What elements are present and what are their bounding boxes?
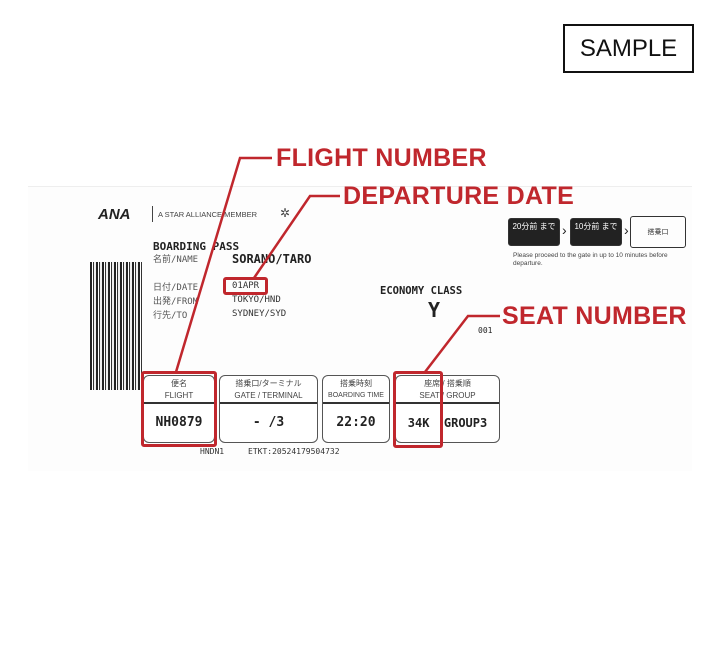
class-code: Y [428, 298, 441, 322]
field-label-jp: 座席 / 搭乗順 [424, 379, 471, 388]
field-boarding-time: 搭乗時刻 BOARDING TIME 22:20 [322, 375, 390, 443]
cabin-class: ECONOMY CLASS [380, 285, 463, 297]
step-20min: 20分前 まで [508, 218, 560, 246]
departure-date-annotation: DEPARTURE DATE [343, 182, 575, 210]
sequence-number: 001 [478, 326, 493, 335]
boarding-pass-title: BOARDING PASS [153, 240, 240, 253]
field-label-en: FLIGHT [164, 391, 194, 400]
seat-number-annotation: SEAT NUMBER [502, 302, 687, 330]
date-label: 日付/DATE [153, 283, 199, 293]
boarding-time-value: 22:20 [336, 415, 376, 430]
flight-number-pointer [174, 156, 272, 373]
name-label: 名前/NAME [153, 255, 199, 265]
from-label: 出発/FROM [153, 297, 199, 307]
field-label-en: GATE / TERMINAL [234, 391, 303, 400]
field-label-en: BOARDING TIME [328, 392, 384, 399]
departure-date: 01APR [232, 281, 260, 291]
to-label: 行先/TO [153, 311, 188, 321]
field-label-jp: 便名 [171, 379, 187, 388]
field-flight: 便名 FLIGHT NH0879 [143, 375, 215, 443]
step-10min: 10分前 まで [570, 218, 622, 246]
seat-value: 34K GROUP3 [407, 416, 488, 430]
passenger-name: SORANO/TARO [232, 252, 312, 266]
arrow-icon: › [562, 222, 567, 238]
gate-notice: Please proceed to the gate in up to 10 m… [513, 252, 668, 267]
destination: SYDNEY/SYD [232, 309, 287, 319]
field-label-en: SEAT / GROUP [419, 391, 476, 400]
flight-number-value: NH0879 [155, 415, 203, 430]
field-gate: 搭乗口/ターミナル GATE / TERMINAL - /3 [219, 375, 318, 443]
arrow-icon: › [624, 222, 629, 238]
seat-highlight [393, 371, 443, 448]
ana-logo: ANA [98, 206, 131, 223]
gate-value: - /3 [252, 415, 285, 430]
step-gate: 搭乗口 [630, 216, 686, 248]
flight-number-annotation: FLIGHT NUMBER [276, 144, 487, 172]
flight-highlight [141, 371, 217, 447]
logo-divider [152, 206, 153, 222]
alliance-text: A STAR ALLIANCE MEMBER [158, 210, 258, 219]
seat-number-pointer [424, 314, 500, 373]
footer-code: HNDN1 [200, 447, 225, 456]
field-label-jp: 搭乗口/ターミナル [235, 379, 302, 388]
etkt-number: ETKT:2052417950473​2 [248, 447, 340, 456]
origin: TOKYO/HND [232, 295, 281, 305]
field-seat-group: 座席 / 搭乗順 SEAT / GROUP 34K GROUP3 [395, 375, 500, 443]
departure-date-pointer [252, 194, 340, 279]
sample-label: SAMPLE [563, 24, 694, 73]
date-highlight [223, 277, 268, 295]
star-alliance-icon: ✲ [280, 206, 291, 220]
field-label-jp: 搭乗時刻 [340, 379, 372, 388]
barcode [90, 262, 142, 390]
